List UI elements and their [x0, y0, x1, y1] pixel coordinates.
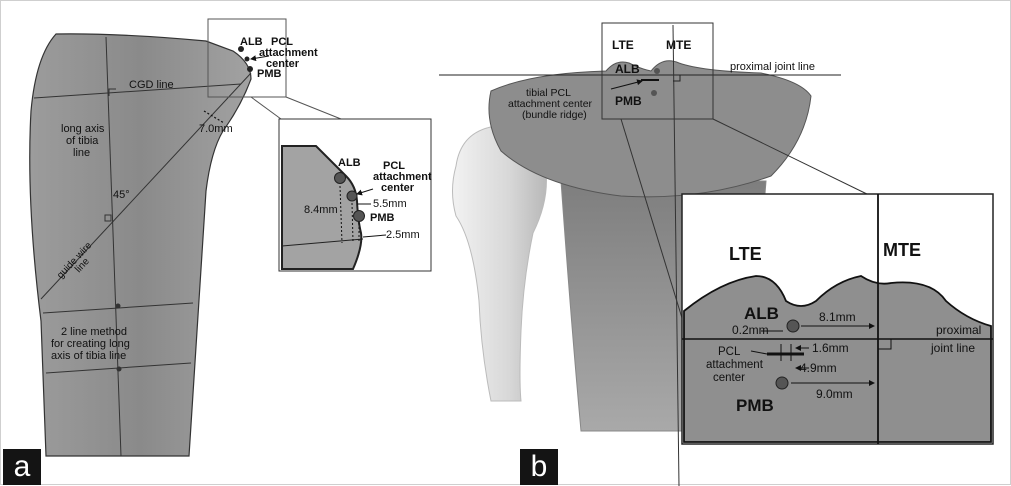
inset-b-dim-16-label: 1.6mm	[812, 341, 849, 355]
tibial-pcl-label-1: tibial PCL	[526, 87, 571, 99]
method-label-1: 2 line method	[61, 326, 127, 338]
inset-a-pmb-label: PMB	[370, 212, 395, 224]
inset-a-dim-25-label: 2.5mm	[386, 229, 420, 241]
cgd-line	[33, 83, 242, 99]
tibial-pcl-label-3: (bundle ridge)	[522, 109, 587, 121]
long-axis-label-3: line	[73, 147, 90, 159]
panel-b: LTE MTE proximal joint line ALB PMB tibi…	[439, 22, 994, 486]
guide-wire-line	[40, 72, 252, 300]
inset-b-dim-02-label: 0.2mm	[732, 323, 769, 337]
pcl-center-point	[244, 56, 250, 62]
mte-label: MTE	[666, 38, 691, 52]
inset-b-pmb	[775, 376, 789, 390]
inset-b-alb	[786, 319, 800, 333]
long-axis-label-1: long axis	[61, 123, 105, 135]
long-axis-line	[105, 36, 122, 457]
dim-7mm-label: 7.0mm	[199, 123, 233, 135]
intersection-marker	[104, 214, 112, 222]
inset-b-pcl-label-1: PCL	[718, 346, 741, 358]
pmb-point	[247, 66, 253, 72]
inset-a-dim-55-label: 5.5mm	[373, 198, 407, 210]
inset-a-alb-label: ALB	[338, 157, 361, 169]
pmb-label-b: PMB	[615, 94, 642, 108]
inset-b-mte-label: MTE	[883, 240, 921, 260]
panel-a: ALB PCL attachment center PMB CGD line l…	[29, 18, 432, 457]
pmb-label: PMB	[257, 68, 282, 80]
right-angle-b	[673, 75, 681, 82]
inset-b-pcl-pointer	[750, 350, 768, 355]
tibia-lateral-view	[29, 33, 252, 457]
inset-b-dim-90-label: 9.0mm	[816, 387, 853, 401]
inset-b-dim-49-label: 4.9mm	[800, 361, 837, 375]
inset-b-pcl-label-2: attachment	[706, 359, 764, 371]
inset-a-pmb	[353, 210, 365, 222]
inset-a-dim-55	[351, 202, 354, 243]
tibial-pcl-label-2: attachment center	[508, 98, 593, 110]
midline-vertical	[672, 24, 680, 486]
inset-a-pcl	[346, 190, 358, 202]
cgd-line-label: CGD line	[129, 79, 174, 91]
angle-45-label: 45°	[113, 189, 130, 201]
pcl-label-line3: center	[266, 58, 300, 70]
inset-a-dim-84-label: 8.4mm	[304, 204, 338, 216]
inset-b-alb-label: ALB	[744, 304, 779, 323]
zoom-connector-b2	[712, 118, 872, 197]
alb-label-b: ALB	[615, 62, 640, 76]
panel-b-badge: b	[520, 449, 558, 485]
alb-point	[238, 46, 244, 52]
method-label-2: for creating long	[51, 338, 130, 350]
inset-a-alb	[334, 172, 346, 184]
inset-b-lte-label: LTE	[729, 244, 762, 264]
inset-a-baseline	[281, 238, 364, 247]
inset-b-bone	[683, 275, 992, 443]
inset-b-proximal-label-1: proximal	[936, 323, 981, 337]
inset-b-pmb-label: PMB	[736, 396, 774, 415]
zoom-connector-a2	[285, 96, 342, 120]
inset-a-25-pointer	[362, 234, 387, 238]
inset-b-proximal-label-2: joint line	[930, 341, 975, 355]
zoom-box-a	[207, 18, 287, 98]
alb-label: ALB	[240, 36, 263, 48]
inset-b-right-angle	[878, 339, 892, 350]
right-angle-marker	[108, 88, 116, 96]
inset-a-pcl-label-1: PCL	[383, 160, 405, 172]
pmb-point-b	[651, 90, 657, 96]
inset-a-pcl-label-2: attachment	[373, 171, 432, 183]
tibia-plateau	[488, 60, 812, 198]
method-point-upper	[115, 303, 121, 309]
zoom-connector-b1	[620, 118, 687, 332]
pcl-label-line2: attachment	[259, 47, 318, 59]
method-label-3: axis of tibia line	[51, 350, 126, 362]
pcl-pointer	[250, 55, 270, 62]
inset-a-pcl-pointer	[356, 188, 374, 196]
alb-point-b	[654, 68, 660, 74]
inset-a-dim-84	[339, 185, 343, 244]
long-axis-label-2: of tibia	[66, 135, 99, 147]
tibial-pcl-pointer	[610, 79, 643, 90]
inset-b-dim-81-label: 8.1mm	[819, 310, 856, 324]
zoom-box-b	[601, 22, 714, 120]
zoom-connector-a1	[250, 96, 282, 120]
method-point-lower	[116, 366, 122, 372]
lte-label: LTE	[612, 38, 634, 52]
panel-a-badge: a	[3, 449, 41, 485]
inset-a-pcl-label-3: center	[381, 182, 415, 194]
proximal-joint-line-label: proximal joint line	[730, 61, 815, 73]
inset-b-pcl-label-3: center	[713, 372, 745, 384]
pcl-label-line1: PCL	[271, 36, 293, 48]
